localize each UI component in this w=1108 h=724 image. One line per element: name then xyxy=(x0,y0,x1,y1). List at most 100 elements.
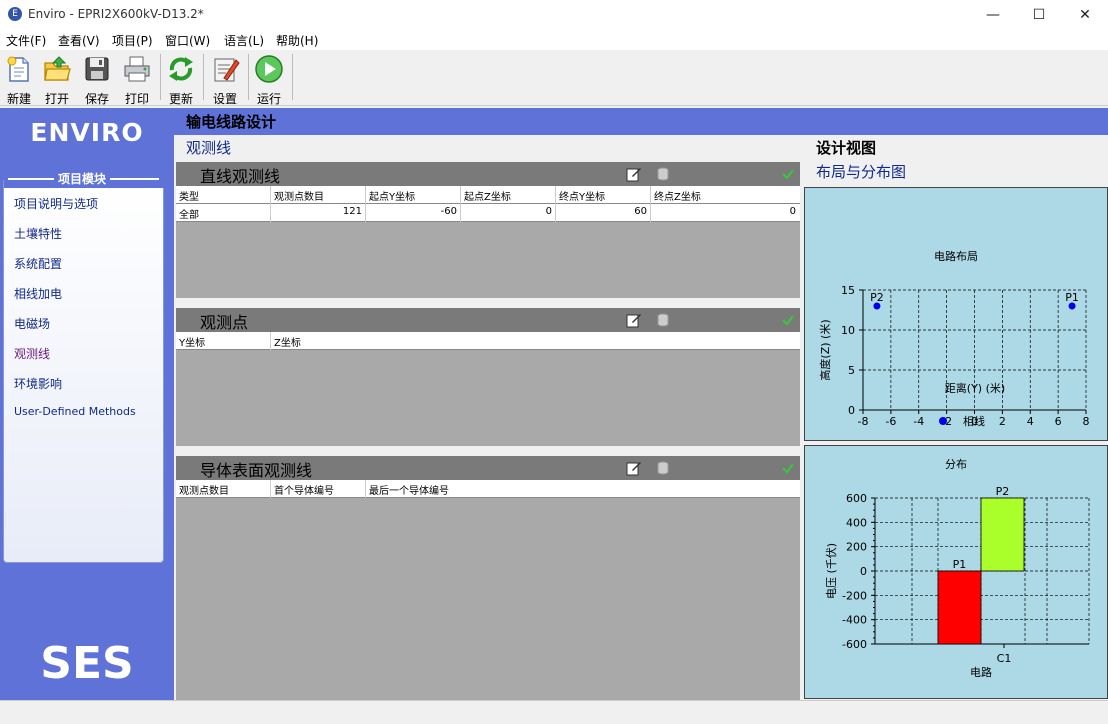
y-tick-label: 5 xyxy=(848,364,855,377)
open-folder-icon xyxy=(44,56,71,81)
table-header: 观测点数目 首个导体编号 最后一个导体编号 xyxy=(176,480,800,498)
menu-bar: 文件(F) 查看(V) 项目(P) 窗口(W) 语言(L) 帮助(H) xyxy=(0,30,1108,50)
edit-table-icon[interactable] xyxy=(626,312,642,328)
toolbar-separator xyxy=(160,54,161,100)
data-point xyxy=(1068,302,1076,310)
table-cell[interactable]: 121 xyxy=(342,206,362,217)
x-axis-label: 电路 xyxy=(970,666,992,679)
run-button[interactable]: 运行 xyxy=(250,52,288,106)
settings-icon xyxy=(214,58,240,82)
menu-file[interactable]: 文件(F) xyxy=(6,34,47,48)
app-icon: E xyxy=(8,7,22,21)
section-header: 观测点 xyxy=(176,308,800,332)
settings-label: 设置 xyxy=(212,92,237,106)
menu-window[interactable]: 窗口(W) xyxy=(165,34,211,48)
y-tick-label: 0 xyxy=(848,404,855,417)
printer-icon xyxy=(124,56,150,82)
column-header: Z坐标 xyxy=(274,338,301,349)
x-tick-label: -4 xyxy=(913,415,924,428)
table-cell[interactable]: 0 xyxy=(545,206,552,217)
x-axis-label: 距离(Y) (米) xyxy=(945,381,1005,395)
table-row[interactable]: 全部 121 -60 0 60 0 xyxy=(176,204,800,222)
sidebar-item-observation-lines[interactable]: 观测线 xyxy=(14,347,51,361)
module-header: 项目模块 xyxy=(4,170,165,188)
update-label: 更新 xyxy=(168,92,193,106)
edit-table-icon[interactable] xyxy=(626,460,642,476)
sidebar-item-em-field[interactable]: 电磁场 xyxy=(14,317,51,331)
update-button[interactable]: 更新 xyxy=(162,52,200,106)
new-label: 新建 xyxy=(6,92,31,106)
table-cell[interactable]: 全部 xyxy=(179,210,199,221)
column-header: 终点Z坐标 xyxy=(654,192,701,203)
window-titlebar: E Enviro - EPRI2X600kV-D13.2* — ☐ ✕ xyxy=(0,0,1108,30)
sidebar-item-soil[interactable]: 土壤特性 xyxy=(14,227,63,241)
database-icon[interactable] xyxy=(656,460,672,476)
column-header: 首个导体编号 xyxy=(274,486,334,497)
bar-label: P2 xyxy=(996,485,1010,498)
bar xyxy=(980,497,1025,572)
sidebar-item-project-description[interactable]: 项目说明与选项 xyxy=(14,197,99,211)
y-tick-label: -600 xyxy=(842,638,867,651)
sidebar-item-user-defined[interactable]: User-Defined Methods xyxy=(14,405,136,418)
table-cell[interactable]: -60 xyxy=(440,206,457,217)
main-panel: 输电线路设计 观测线 直线观测线 类型 观测点数目 起点Y坐标 起点Z坐标 终点… xyxy=(174,108,1108,700)
legend-marker xyxy=(939,417,947,425)
menu-view[interactable]: 查看(V) xyxy=(58,34,100,48)
y-tick-label: -400 xyxy=(842,614,867,627)
chart-title: 分布 xyxy=(945,458,967,471)
table-cell[interactable]: 0 xyxy=(789,206,796,217)
settings-button[interactable]: 设置 xyxy=(206,52,244,106)
toolbar-separator xyxy=(248,54,249,100)
database-icon[interactable] xyxy=(656,312,672,328)
menu-help[interactable]: 帮助(H) xyxy=(276,34,319,48)
column-header: 终点Y坐标 xyxy=(559,192,606,203)
column-header: 观测点数目 xyxy=(274,192,324,203)
section-title: 直线观测线 xyxy=(200,167,281,186)
x-tick-label: -6 xyxy=(885,415,896,428)
menu-project[interactable]: 项目(P) xyxy=(112,34,153,48)
y-axis-label: 高度(Z) (米) xyxy=(818,319,832,380)
database-icon[interactable] xyxy=(656,166,672,182)
design-view-subtitle: 布局与分布图 xyxy=(816,163,907,181)
open-button[interactable]: 打开 xyxy=(38,52,76,106)
open-label: 打开 xyxy=(44,92,69,106)
maximize-button[interactable]: ☐ xyxy=(1032,7,1046,23)
layout-scatter-chart: 电路布局-8-6-4-202468051015距离(Y) (米)高度(Z) (米… xyxy=(818,250,1090,428)
close-button[interactable]: ✕ xyxy=(1079,7,1091,23)
toolbar-separator xyxy=(203,54,204,100)
table-cell[interactable]: 60 xyxy=(634,206,647,217)
table-header: Y坐标 Z坐标 xyxy=(176,332,800,350)
observation-points-section: 观测点 Y坐标 Z坐标 xyxy=(176,308,800,446)
x-tick-label: 0 xyxy=(971,415,978,428)
new-button[interactable]: 新建 xyxy=(0,52,38,106)
straight-line-section: 直线观测线 类型 观测点数目 起点Y坐标 起点Z坐标 终点Y坐标 终点Z坐标 全… xyxy=(176,162,800,298)
legend-label: 相线 xyxy=(963,414,985,428)
section-title: 观测点 xyxy=(200,313,249,332)
y-tick-label: 0 xyxy=(860,565,867,578)
window-title: Enviro - EPRI2X600kV-D13.2* xyxy=(28,7,204,21)
new-file-icon xyxy=(7,56,29,82)
column-header: 观测点数目 xyxy=(179,486,229,497)
status-bar xyxy=(0,700,1108,724)
section-header: 导体表面观测线 xyxy=(176,456,800,480)
data-point xyxy=(873,302,881,310)
page-subtitle: 观测线 xyxy=(186,139,232,157)
save-button[interactable]: 保存 xyxy=(78,52,116,106)
run-label: 运行 xyxy=(256,92,281,106)
checkmark-icon xyxy=(782,169,794,180)
edit-table-icon[interactable] xyxy=(626,166,642,182)
sidebar: ENVIRO 项目模块 项目说明与选项 土壤特性 系统配置 相线加电 电磁场 观… xyxy=(0,108,174,700)
point-label: P1 xyxy=(1065,291,1079,304)
print-button[interactable]: 打印 xyxy=(118,52,156,106)
sidebar-item-system-config[interactable]: 系统配置 xyxy=(14,257,63,271)
y-tick-label: 400 xyxy=(846,516,867,529)
chart-title: 电路布局 xyxy=(934,250,978,263)
minimize-button[interactable]: — xyxy=(986,7,1000,23)
sidebar-item-phase-energization[interactable]: 相线加电 xyxy=(14,287,63,301)
conductor-surface-section: 导体表面观测线 观测点数目 首个导体编号 最后一个导体编号 xyxy=(176,456,800,700)
menu-language[interactable]: 语言(L) xyxy=(224,34,265,48)
sidebar-item-environment[interactable]: 环境影响 xyxy=(14,377,63,391)
y-tick-label: 10 xyxy=(841,324,855,337)
